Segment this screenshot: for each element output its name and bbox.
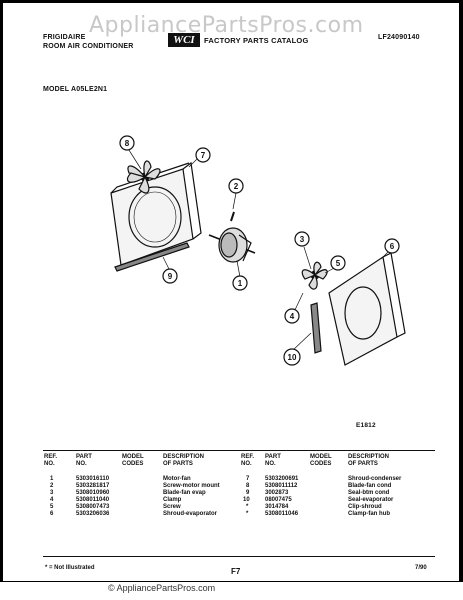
header-description-right: DESCRIPTION OF PARTS xyxy=(348,454,390,467)
callout-label-8: 8 xyxy=(125,139,130,148)
part-no: 5308011040 xyxy=(76,497,110,503)
ref-no: 10 xyxy=(243,497,250,503)
callout-4 xyxy=(284,308,300,324)
part-no: 5308007473 xyxy=(76,504,110,510)
callout-label-2: 2 xyxy=(234,182,239,191)
callout-8 xyxy=(119,135,135,151)
part-no: 3014784 xyxy=(265,504,289,510)
brand-name: FRIGIDAIRE xyxy=(43,34,86,41)
bottom-strip: © AppliancePartsPros.com xyxy=(0,582,463,600)
callout-6 xyxy=(384,238,400,254)
wci-logo: WCI xyxy=(168,33,200,47)
callout-label-3: 3 xyxy=(300,235,305,244)
evaporator-seal xyxy=(310,302,322,354)
part-no: 5303281817 xyxy=(76,483,110,489)
part-description: Clamp-fan hub xyxy=(348,511,390,517)
callout-7 xyxy=(195,147,211,163)
part-description: Seal-btm cond xyxy=(348,490,390,496)
part-no: 5303016110 xyxy=(76,476,110,482)
revision-date: 7/90 xyxy=(415,565,427,571)
table-bottom-rule xyxy=(43,556,435,557)
header-ref-no-right: REF. NO. xyxy=(241,454,255,467)
callout-3 xyxy=(294,231,310,247)
part-no: 08007475 xyxy=(265,497,292,503)
part-no: 5308011046 xyxy=(265,511,299,517)
evaporator-shroud-opening xyxy=(344,286,382,340)
ref-no: * xyxy=(246,511,249,517)
part-no: 5303206036 xyxy=(76,511,110,517)
fan-motor xyxy=(208,227,256,263)
page-number: F7 xyxy=(231,567,241,576)
bottom-copyright: © AppliancePartsPros.com xyxy=(108,583,216,593)
callout-label-9: 9 xyxy=(168,272,173,281)
part-no: 3002873 xyxy=(265,490,289,496)
catalog-number: LF24090140 xyxy=(378,34,420,41)
part-description: Blade-fan evap xyxy=(163,490,206,496)
part-no: 5303200691 xyxy=(265,476,299,482)
part-description: Motor-fan xyxy=(163,476,191,482)
ref-no: 7 xyxy=(246,476,250,482)
exploded-parts-diagram: 8 7 2 9 1 3 5 6 4 10 xyxy=(110,135,406,366)
part-description: Clamp xyxy=(163,497,182,503)
parts-catalog-sheet: AppliancePartsPros.com FRIGIDAIRE ROOM A… xyxy=(3,3,459,581)
callout-2 xyxy=(228,178,244,194)
bottom-seal xyxy=(114,242,190,272)
ref-no: 6 xyxy=(50,511,54,517)
condenser-shroud-opening xyxy=(128,186,182,248)
ref-no: 5 xyxy=(50,504,54,510)
ref-no: * xyxy=(246,504,249,510)
header-description: DESCRIPTION OF PARTS xyxy=(163,454,205,467)
part-description: Screw-motor mount xyxy=(163,483,220,489)
ref-no: 4 xyxy=(50,497,54,503)
part-description: Shroud-condenser xyxy=(348,476,402,482)
part-no: 5308011112 xyxy=(265,483,298,489)
callout-label-1: 1 xyxy=(238,279,243,288)
table-top-rule xyxy=(43,450,435,451)
figure-id: E1812 xyxy=(356,422,376,429)
ref-no: 9 xyxy=(246,490,250,496)
catalog-title: FACTORY PARTS CATALOG xyxy=(204,36,309,45)
callout-label-4: 4 xyxy=(290,312,295,321)
condenser-fan-blade xyxy=(126,160,161,194)
part-description: Screw xyxy=(163,504,181,510)
motor-mount-screw xyxy=(230,211,235,222)
callout-9 xyxy=(162,268,178,284)
ref-no: 3 xyxy=(50,490,54,496)
callout-label-6: 6 xyxy=(390,242,395,251)
callout-10 xyxy=(283,348,301,366)
part-description: Clip-shroud xyxy=(348,504,382,510)
header-model-codes-right: MODEL CODES xyxy=(310,454,332,467)
callout-5 xyxy=(330,255,346,271)
part-description: Blade-fan cond xyxy=(348,483,392,489)
part-description: Seal-evaporator xyxy=(348,497,394,503)
callout-label-10: 10 xyxy=(288,353,297,362)
ref-no: 2 xyxy=(50,483,54,489)
ref-no: 1 xyxy=(50,476,54,482)
callout-label-7: 7 xyxy=(201,151,206,160)
evaporator-fan-blade xyxy=(301,261,328,290)
watermark: AppliancePartsPros.com xyxy=(89,13,364,38)
model-number: MODEL A05LE2N1 xyxy=(43,86,108,93)
header-ref-no: REF. NO. xyxy=(44,454,58,467)
not-illustrated-note: * = Not Illustrated xyxy=(45,565,95,571)
evaporator-shroud xyxy=(328,255,398,366)
part-description: Shroud-evaporator xyxy=(163,511,218,517)
part-no: 5308010960 xyxy=(76,490,110,496)
header-part-no: PART NO. xyxy=(76,454,92,467)
header-model-codes: MODEL CODES xyxy=(122,454,144,467)
product-type: ROOM AIR CONDITIONER xyxy=(43,43,134,50)
callout-1 xyxy=(232,275,248,291)
callout-label-5: 5 xyxy=(336,259,341,268)
ref-no: 8 xyxy=(246,483,250,489)
header-part-no-right: PART NO. xyxy=(265,454,281,467)
